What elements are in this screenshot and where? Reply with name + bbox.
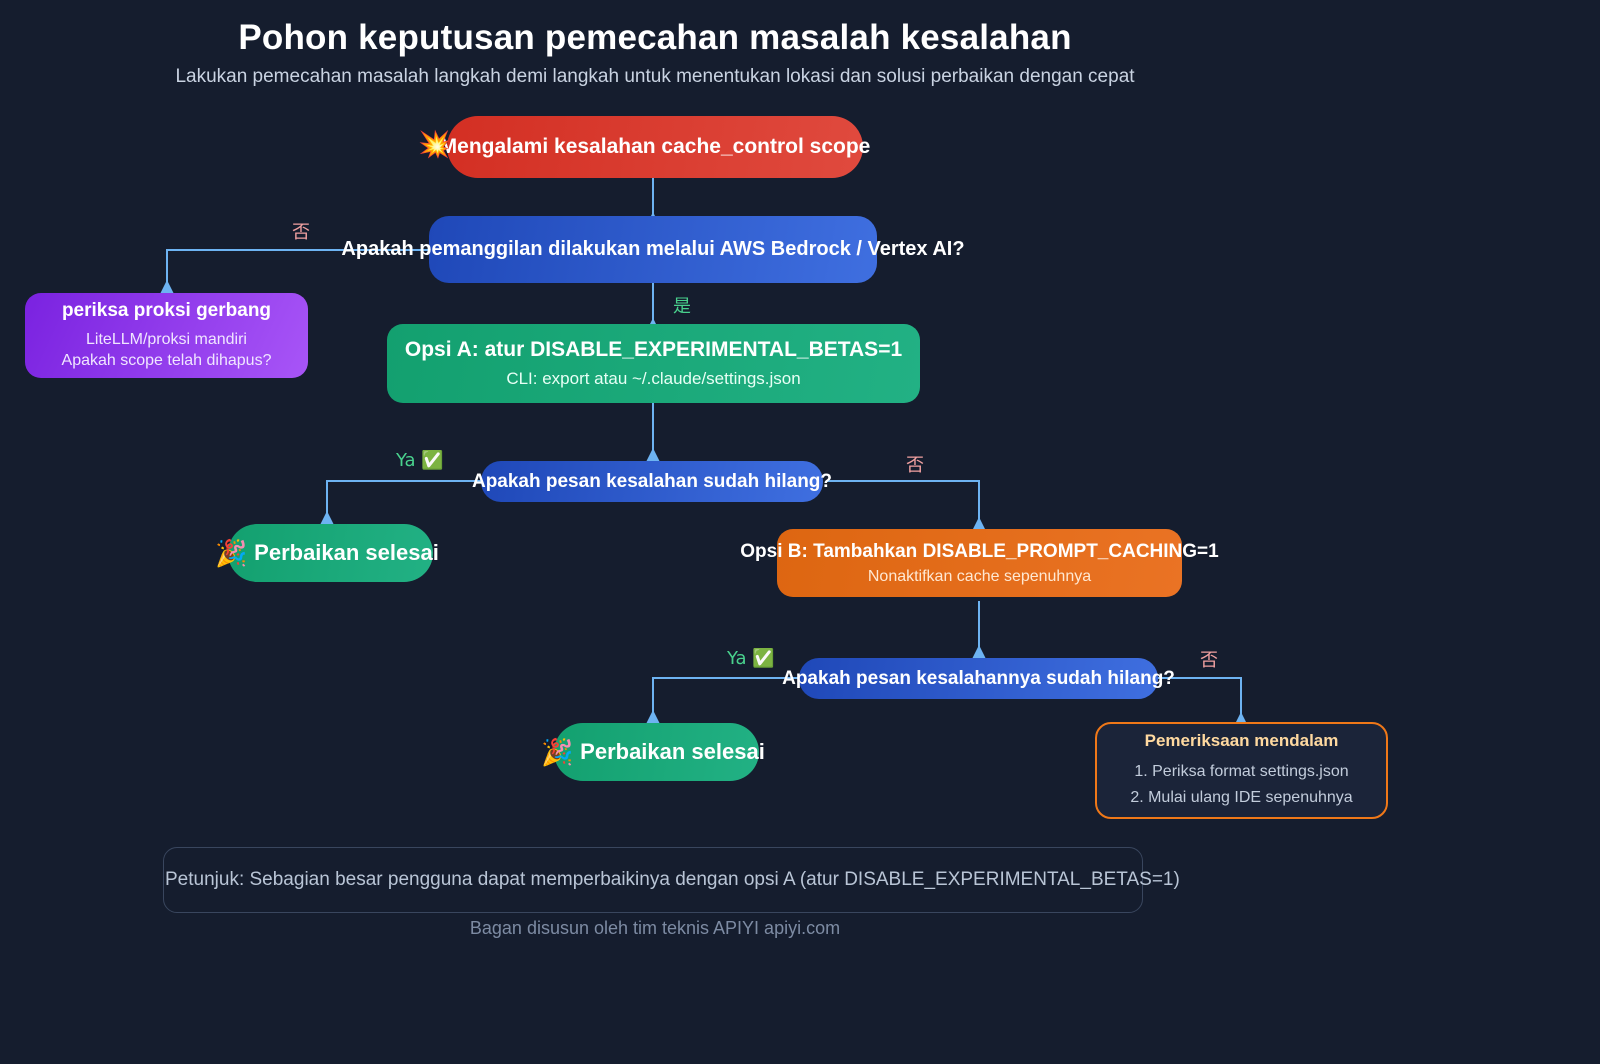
node-decision-error-gone-2-label: Apakah pesan kesalahannya sudah hilang? <box>782 667 1175 689</box>
node-option-b-title: Opsi B: Tambahkan DISABLE_PROMPT_CACHING… <box>740 540 1219 562</box>
node-gateway-proxy-line1: LiteLLM/proksi mandiri <box>86 331 247 348</box>
node-decision-bedrock-label: Apakah pemanggilan dilakukan melalui AWS… <box>341 238 965 260</box>
party-popper-icon-2: 🎉 <box>541 738 574 768</box>
node-decision-error-gone-2[interactable]: Apakah pesan kesalahannya sudah hilang? <box>782 658 1175 699</box>
edge-label-decision3-yes: Ya ✅ <box>727 648 775 669</box>
node-done-1[interactable]: Perbaikan selesai <box>228 524 439 582</box>
node-deep-check-item-1: 1. Periksa format settings.json <box>1134 762 1349 780</box>
node-gateway-proxy-title: periksa proksi gerbang <box>61 300 272 321</box>
edge-decision1-no <box>157 249 429 300</box>
node-start[interactable]: Mengalami kesalahan cache_control scope <box>440 116 870 178</box>
edge-label-decision3-no: 否 <box>1200 650 1218 671</box>
edge-decision3-yes <box>643 677 799 730</box>
explosion-icon: 💥 <box>418 130 451 160</box>
node-gateway-proxy-line2: Apakah scope telah dihapus? <box>61 352 272 369</box>
hint-text: Petunjuk: Sebagian besar pengguna dapat … <box>165 869 1180 890</box>
node-option-b-subtitle: Nonaktifkan cache sepenuhnya <box>867 567 1092 585</box>
edge-decision3-no <box>1158 677 1251 732</box>
node-decision-error-gone-1[interactable]: Apakah pesan kesalahan sudah hilang? <box>472 461 832 502</box>
node-option-b[interactable]: Opsi B: Tambahkan DISABLE_PROMPT_CACHING… <box>740 529 1219 597</box>
edge-label-decision1-yes: 是 <box>673 296 691 317</box>
node-decision-bedrock[interactable]: Apakah pemanggilan dilakukan melalui AWS… <box>341 216 965 283</box>
edge-label-decision2-no: 否 <box>906 455 924 476</box>
party-popper-icon-1: 🎉 <box>215 539 248 569</box>
page-subtitle: Lakukan pemecahan masalah langkah demi l… <box>175 66 1135 87</box>
node-gateway-proxy[interactable]: periksa proksi gerbang LiteLLM/proksi ma… <box>25 293 308 378</box>
node-done-1-label: Perbaikan selesai <box>254 540 439 565</box>
node-option-a-subtitle: CLI: export atau ~/.claude/settings.json <box>506 369 801 388</box>
page-title: Pohon keputusan pemecahan masalah kesala… <box>238 18 1072 57</box>
node-done-2[interactable]: Perbaikan selesai <box>554 723 765 781</box>
edge-decision2-no <box>827 480 989 537</box>
edge-label-decision1-no: 否 <box>292 222 310 243</box>
edge-decision2-yes <box>317 480 481 531</box>
node-start-label: Mengalami kesalahan cache_control scope <box>439 135 871 158</box>
node-done-2-label: Perbaikan selesai <box>580 739 765 764</box>
node-deep-check-title: Pemeriksaan mendalam <box>1144 730 1339 750</box>
node-option-a[interactable]: Opsi A: atur DISABLE_EXPERIMENTAL_BETAS=… <box>387 324 920 403</box>
node-decision-error-gone-1-label: Apakah pesan kesalahan sudah hilang? <box>471 470 833 492</box>
hint-box <box>163 847 1143 913</box>
node-deep-check-item-2: 2. Mulai ulang IDE sepenuhnya <box>1130 788 1353 806</box>
credit-text: Bagan disusun oleh tim teknis APIYI apiy… <box>469 918 841 938</box>
node-deep-check[interactable]: Pemeriksaan mendalam 1. Periksa format s… <box>1095 722 1388 819</box>
edge-label-decision2-yes: Ya ✅ <box>396 450 444 471</box>
node-option-a-title: Opsi A: atur DISABLE_EXPERIMENTAL_BETAS=… <box>404 338 903 361</box>
